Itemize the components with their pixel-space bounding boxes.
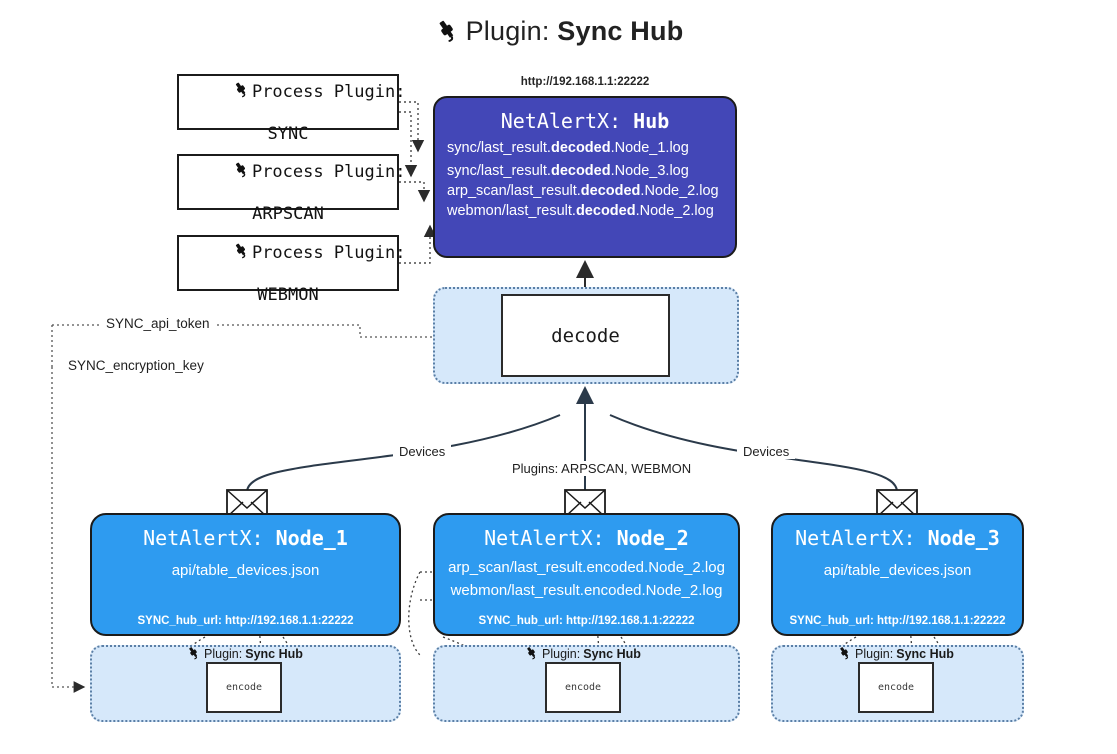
node-1[interactable]: NetAlertX: Node_1 api/table_devices.json… (90, 513, 401, 636)
node-hub-url: SYNC_hub_url: http://192.168.1.1:22222 (789, 615, 1006, 627)
encode-box-2[interactable]: encode (545, 662, 621, 713)
plug-icon (171, 60, 250, 123)
plugins-label: Plugins: ARPSCAN, WEBMON (506, 461, 698, 476)
node-line: api/table_devices.json (171, 562, 320, 579)
encode-plugin-label-1: Plugin: Sync Hub (186, 645, 303, 663)
hub-title-prefix: NetAlertX: (500, 109, 634, 133)
plug-icon (434, 17, 460, 50)
node-2[interactable]: NetAlertX: Node_2 arp_scan/last_result.e… (433, 513, 740, 636)
hub-url-label: http://192.168.1.1:22222 (520, 76, 650, 88)
node-title: NetAlertX: Node_1 (143, 526, 348, 550)
node-line: arp_scan/last_result.encoded.Node_2.log (448, 559, 725, 576)
node-title: NetAlertX: Node_2 (484, 526, 689, 550)
hub-log-4: webmon/last_result.decoded.Node_2.log (447, 203, 714, 219)
plug-icon (524, 645, 539, 663)
link-feed-node2-spine (408, 571, 421, 656)
page-title-prefix: Plugin: (465, 16, 558, 46)
plug-icon (186, 645, 201, 663)
plug-icon (171, 221, 250, 284)
process-plugin-arpscan[interactable]: Process Plugin: ARPSCAN (177, 154, 405, 224)
sync-api-token-label: SYNC_api_token (101, 316, 215, 331)
node-line: api/table_devices.json (823, 562, 972, 579)
node-title: NetAlertX: Node_3 (795, 526, 1000, 550)
plug-icon (171, 140, 250, 203)
link-encryption-key-to-encoders (51, 367, 86, 693)
process-plugin-label: Process Plugin: (251, 242, 406, 263)
process-plugin-sync[interactable]: Process Plugin: SYNC (177, 74, 405, 144)
process-plugin-label: Process Plugin: (251, 161, 406, 182)
decode-box[interactable]: decode (501, 294, 670, 377)
encode-box-1[interactable]: encode (206, 662, 282, 713)
page-title: Plugin: Sync Hub (0, 16, 1117, 50)
hub-node[interactable]: NetAlertX: Hub sync/last_result.decoded.… (433, 96, 737, 258)
process-plugin-name: SYNC (267, 123, 309, 144)
hub-title: NetAlertX: Hub (435, 109, 735, 133)
plug-icon (837, 645, 852, 663)
process-plugin-name: WEBMON (257, 284, 319, 305)
devices-label-left: Devices (393, 444, 452, 459)
node-hub-url: SYNC_hub_url: http://192.168.1.1:22222 (137, 615, 354, 627)
process-plugin-label: Process Plugin: (251, 81, 406, 102)
page-title-name: Sync Hub (557, 16, 684, 46)
sync-encryption-key-label: SYNC_encryption_key (63, 358, 209, 373)
node-line: webmon/last_result.encoded.Node_2.log (450, 582, 723, 599)
process-plugin-name: ARPSCAN (252, 203, 324, 224)
hub-log-2: sync/last_result.decoded.Node_3.log (447, 163, 689, 179)
encode-plugin-label-2: Plugin: Sync Hub (524, 645, 641, 663)
hub-log-1: sync/last_result.decoded.Node_1.log (447, 140, 689, 156)
hub-title-name: Hub (633, 109, 670, 133)
encode-box-3[interactable]: encode (858, 662, 934, 713)
process-plugin-webmon[interactable]: Process Plugin: WEBMON (177, 235, 405, 305)
devices-label-right: Devices (737, 444, 796, 459)
node-3[interactable]: NetAlertX: Node_3 api/table_devices.json… (771, 513, 1024, 636)
hub-log-3: arp_scan/last_result.decoded.Node_2.log (447, 183, 719, 199)
node-hub-url: SYNC_hub_url: http://192.168.1.1:22222 (478, 615, 695, 627)
encode-plugin-label-3: Plugin: Sync Hub (837, 645, 954, 663)
